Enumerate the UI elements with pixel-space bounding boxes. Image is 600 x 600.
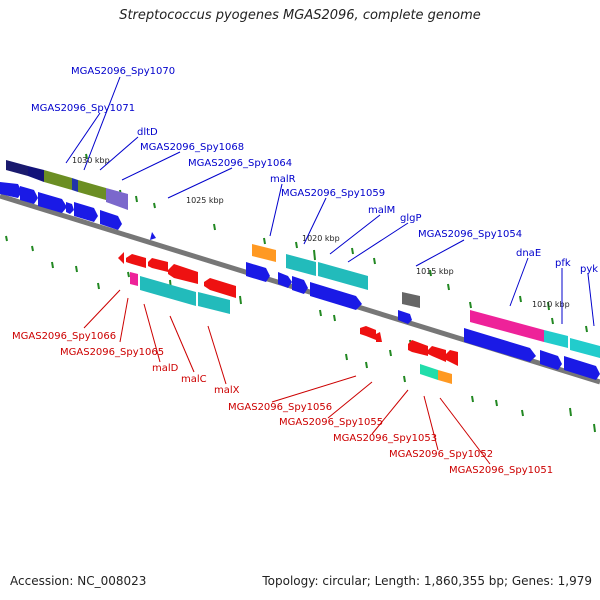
gene-arrow[interactable] — [540, 350, 562, 370]
gene-arrow[interactable] — [20, 186, 38, 204]
gene-label[interactable]: MGAS2096_Spy1070 — [71, 66, 175, 77]
scale-label: 1020 kbp — [302, 234, 340, 243]
gene-arrow[interactable] — [564, 356, 600, 380]
forward-category-bands — [6, 160, 600, 358]
reverse-genes — [118, 252, 458, 366]
gene-arrow[interactable] — [118, 252, 124, 264]
gene-label[interactable]: malD — [152, 363, 179, 374]
gene-arrow[interactable] — [150, 232, 156, 240]
gene-arrow[interactable] — [66, 202, 74, 214]
gene-arrow[interactable] — [38, 192, 67, 213]
reverse-category-bands — [130, 272, 452, 384]
gene-label[interactable]: MGAS2096_Spy1071 — [31, 103, 135, 114]
gene-label[interactable]: MGAS2096_Spy1068 — [140, 142, 244, 153]
gene-arrow[interactable] — [246, 262, 270, 282]
gene-arrow[interactable] — [376, 332, 382, 342]
gene-arrow[interactable] — [310, 282, 362, 310]
gene-label[interactable]: malR — [270, 174, 296, 185]
forward-genes — [0, 182, 600, 380]
forward-gene-labels: MGAS2096_Spy1070 MGAS2096_Spy1071 dltD M… — [31, 66, 598, 275]
scale-label: 1010 kbp — [532, 300, 570, 309]
gene-label[interactable]: dnaE — [516, 248, 541, 259]
gene-label[interactable]: MGAS2096_Spy1052 — [389, 449, 493, 460]
gene-arrow[interactable] — [428, 346, 446, 362]
gene-arrow[interactable] — [278, 272, 292, 288]
gene-label[interactable]: MGAS2096_Spy1059 — [281, 188, 385, 199]
gene-label[interactable]: pfk — [555, 258, 571, 269]
gene-label[interactable]: MGAS2096_Spy1054 — [418, 229, 522, 240]
reverse-leaders — [83, 289, 491, 465]
gene-arrow[interactable] — [100, 210, 122, 230]
gene-arrow[interactable] — [464, 328, 536, 362]
scale-label: 1030 kbp — [72, 156, 110, 165]
forward-leaders — [65, 76, 595, 327]
gene-label[interactable]: MGAS2096_Spy1051 — [449, 465, 553, 476]
scale-labels: 1030 kbp 1025 kbp 1020 kbp 1015 kbp 1010… — [72, 156, 570, 309]
gene-label[interactable]: MGAS2096_Spy1065 — [60, 347, 164, 358]
gene-arrow[interactable] — [126, 254, 146, 268]
gene-arrow[interactable] — [0, 182, 22, 198]
gene-arrow[interactable] — [360, 326, 376, 340]
gene-arrow[interactable] — [204, 278, 236, 298]
gene-label[interactable]: malC — [181, 374, 207, 385]
reverse-gene-labels: MGAS2096_Spy1066 MGAS2096_Spy1065 malD m… — [12, 331, 553, 476]
gene-label[interactable]: pyk — [580, 264, 598, 275]
gene-label[interactable]: MGAS2096_Spy1066 — [12, 331, 116, 342]
gene-label[interactable]: malX — [214, 385, 240, 396]
gene-label[interactable]: MGAS2096_Spy1053 — [333, 433, 437, 444]
gene-arrow[interactable] — [148, 258, 168, 272]
gene-arrow[interactable] — [446, 350, 458, 366]
accession-text: Accession: NC_008023 — [10, 574, 147, 588]
gene-arrow[interactable] — [168, 264, 198, 284]
scale-label: 1025 kbp — [186, 196, 224, 205]
gene-label[interactable]: malM — [368, 205, 395, 216]
scale-label: 1015 kbp — [416, 267, 454, 276]
map-title: Streptococcus pyogenes MGAS2096, complet… — [119, 8, 481, 23]
gene-arrow[interactable] — [398, 310, 412, 324]
gene-label[interactable]: MGAS2096_Spy1064 — [188, 158, 292, 169]
gene-label[interactable]: glgP — [400, 213, 422, 224]
gene-arrow[interactable] — [292, 276, 308, 294]
gene-label[interactable]: MGAS2096_Spy1056 — [228, 402, 332, 413]
gene-label[interactable]: MGAS2096_Spy1055 — [279, 417, 383, 428]
gene-arrow[interactable] — [74, 202, 98, 222]
genome-summary: Topology: circular; Length: 1,860,355 bp… — [262, 574, 592, 588]
gene-arrow[interactable] — [408, 340, 428, 356]
gene-label[interactable]: dltD — [137, 127, 158, 138]
